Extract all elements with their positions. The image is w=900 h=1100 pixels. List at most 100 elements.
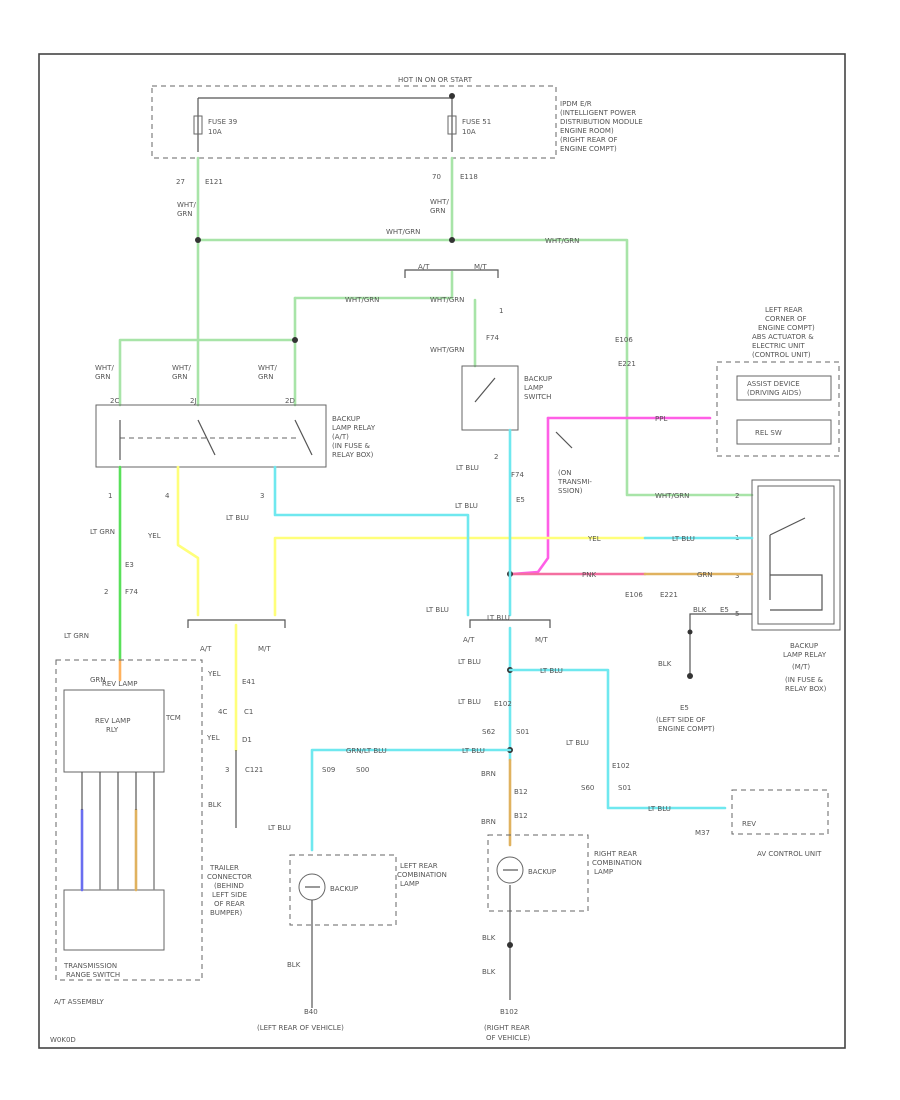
- label-yel-3: YEL: [207, 670, 221, 678]
- relay-at-pin-0: 2C: [110, 397, 119, 405]
- label-wht-e: WHT/: [258, 364, 277, 372]
- av-dashed-box: [731, 789, 829, 835]
- wire-lt-blu-av: [508, 668, 727, 810]
- wire-yel-mt: [273, 536, 647, 617]
- label-lt-blu-9: LT BLU: [566, 739, 589, 747]
- abs-label-2: ENGINE COMPT): [758, 324, 815, 332]
- left-ground-line-0: (LEFT REAR OF VEHICLE): [257, 1024, 344, 1032]
- selector-top-mt: M/T: [474, 263, 487, 271]
- trailer-pin-0: 4C: [218, 708, 227, 716]
- wire-yel-relay: [176, 465, 200, 617]
- ipdm-label-3: ENGINE ROOM): [560, 127, 614, 135]
- ipdm-conn-b: E118: [460, 173, 478, 181]
- relay-mt-label-3: (IN FUSE &: [785, 676, 823, 684]
- at-mt-selector-top: A/T M/T: [404, 263, 499, 278]
- ipdm-label-1: (INTELLIGENT POWER: [560, 109, 636, 117]
- label-blk-right-1: BLK: [482, 934, 496, 942]
- relay-at-label-2: (A/T): [332, 433, 349, 441]
- relay-at-label-3: (IN FUSE &: [332, 442, 370, 450]
- tcm-box: [63, 689, 165, 773]
- selector-mid-mt: M/T: [535, 636, 548, 644]
- relay-mt-label-1: LAMP RELAY: [783, 651, 827, 659]
- splice-conn-0: E102: [494, 700, 512, 708]
- label-lt-blu-11: LT BLU: [462, 747, 485, 755]
- abs-label-5: (CONTROL UNIT): [752, 351, 811, 359]
- label-brn-2: BRN: [481, 818, 496, 826]
- selector-top-at: A/T: [418, 263, 430, 271]
- tcm-conn: F74: [125, 588, 138, 596]
- switch-note-1: TRANSMI-: [557, 478, 592, 486]
- av-pin-1: S01: [618, 784, 631, 792]
- label-lt-blu-10: LT BLU: [648, 805, 671, 813]
- relay-mt-label-2: (M/T): [792, 663, 810, 671]
- right-lamp-conn-b: B12: [514, 812, 528, 820]
- abs-box-title-0: ASSIST DEVICE: [747, 380, 800, 388]
- abs-label-4: ELECTRIC UNIT: [752, 342, 805, 350]
- label-lt-blu-7: LT BLU: [458, 698, 481, 706]
- label-lt-blu-8: LT BLU: [540, 667, 563, 675]
- tcm-header: TCM: [165, 714, 181, 722]
- abs-actuator: LEFT REAR CORNER OF ENGINE COMPT) ABS AC…: [716, 306, 840, 457]
- switch-label-2: SWITCH: [524, 393, 551, 401]
- wire-wht-grn-to-switch: [293, 270, 454, 300]
- trailer-label-3: LEFT SIDE: [212, 891, 247, 899]
- av-pin: REV: [742, 820, 756, 828]
- label-wht-a: WHT/: [177, 201, 196, 209]
- ipdm-label-5: ENGINE COMPT): [560, 145, 617, 153]
- relay-at-box: [95, 404, 327, 468]
- label-yel-2: YEL: [587, 535, 601, 543]
- selector-low-mt: M/T: [258, 645, 271, 653]
- relay-mt-label-0: BACKUP: [790, 642, 818, 650]
- right-ground-line-0: (RIGHT REAR: [484, 1024, 530, 1032]
- label-grn-tcm: GRN: [90, 676, 106, 684]
- ipdm-label-0: IPDM E/R: [560, 100, 592, 108]
- trailer-label-1: CONNECTOR: [207, 873, 252, 881]
- switch-note-2: SSION): [558, 487, 583, 495]
- relay-at-pin-2: 2D: [285, 397, 295, 405]
- trailer-conn-3: C121: [245, 766, 263, 774]
- left-lamp-label-0: LEFT REAR: [400, 862, 438, 870]
- ipdm-label-2: DISTRIBUTION MODULE: [560, 118, 643, 126]
- label-ppl: PPL: [655, 415, 667, 423]
- label-wht-grn-3: WHT/GRN: [345, 296, 379, 304]
- selector-mid-at: A/T: [463, 636, 475, 644]
- backup-switch-box: [461, 365, 519, 431]
- label-blk-relay: BLK: [693, 606, 707, 614]
- diagram-frame: [38, 53, 846, 1049]
- left-lamp-pin-0: S09: [322, 766, 335, 774]
- ipdm-header: HOT IN ON OR START: [398, 76, 473, 84]
- right-ground-code: B102: [500, 1008, 518, 1016]
- abs-pin: REL SW: [755, 429, 782, 437]
- left-rear-lamp: BACKUP LEFT REAR COMBINATION LAMP BLK B4…: [257, 854, 447, 1032]
- label-wht-grn-2: WHT/GRN: [545, 237, 579, 245]
- label-yel-4: YEL: [206, 734, 220, 742]
- ipdm-power-box: HOT IN ON OR START FUSE 39 10A FUSE 51 1…: [151, 76, 643, 186]
- label-grn-c: GRN: [95, 373, 111, 381]
- relay-at-pin-1: 2J: [190, 397, 197, 405]
- label-yel-1: YEL: [147, 532, 161, 540]
- label-lt-blu-relay: LT BLU: [672, 535, 695, 543]
- trailer-conn-0: E41: [242, 678, 255, 686]
- right-lamp-label-2: LAMP: [594, 868, 613, 876]
- switch-conn2: F74: [511, 471, 524, 479]
- tcm-pin-e: E3: [125, 561, 134, 569]
- trailer-label-4: OF REAR: [214, 900, 245, 908]
- relay-mt-label-4: RELAY BOX): [785, 685, 827, 693]
- right-lamp-bulb: [496, 856, 524, 884]
- splice-pin-0: S62: [482, 728, 495, 736]
- tcm-assembly-label: A/T ASSEMBLY: [54, 998, 105, 1006]
- relay-mt-pin-2: 2: [735, 492, 739, 500]
- label-lt-grn-1: LT GRN: [90, 528, 115, 536]
- relay-mt-box: [751, 479, 841, 631]
- trailer-conn-1: C1: [244, 708, 253, 716]
- label-wht-grn-5: WHT/GRN: [430, 346, 464, 354]
- green-power-wires: WHT/ GRN WHT/ GRN WHT/GRN WHT/GRN WHT/GR…: [95, 156, 754, 500]
- tcm-pin-label: REV LAMP: [102, 680, 137, 688]
- trailer-label-5: BUMPER): [210, 909, 242, 917]
- left-lamp-bulb-label: BACKUP: [330, 885, 358, 893]
- label-lt-grn-2: LT GRN: [64, 632, 89, 640]
- tcm-label-1: RANGE SWITCH: [66, 971, 120, 979]
- label-pnk: PNK: [582, 571, 596, 579]
- tcm-assembly: REV LAMP GRN TCM REV LAMP RLY TRANSMISSI…: [54, 659, 203, 1006]
- relay-at-out-2: 3: [260, 492, 264, 500]
